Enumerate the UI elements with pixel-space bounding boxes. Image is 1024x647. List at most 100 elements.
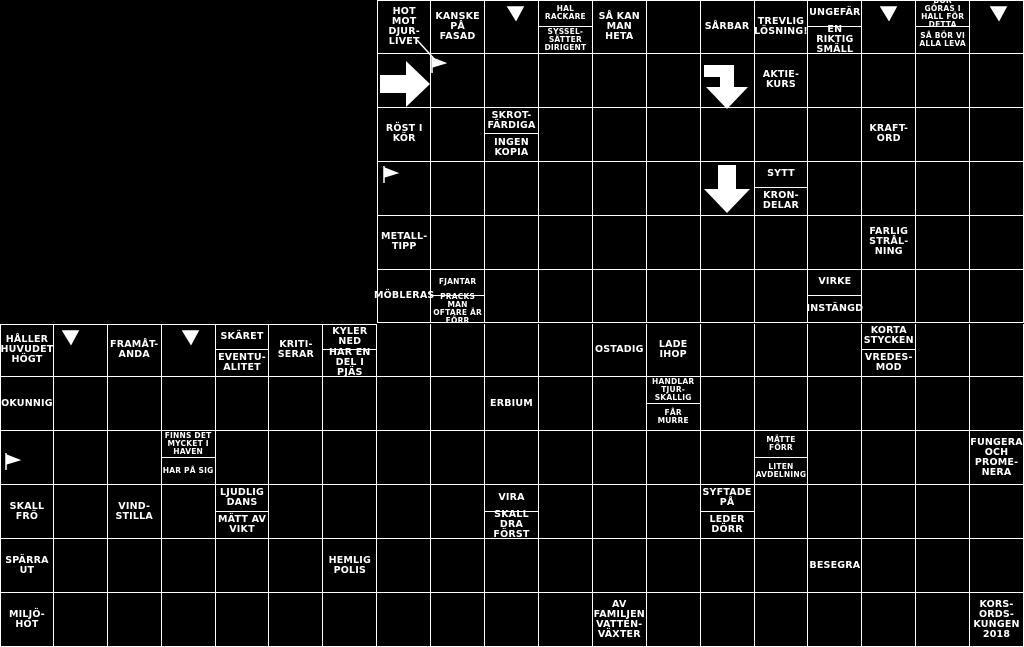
grid-cell[interactable]	[431, 323, 486, 378]
grid-cell[interactable]	[916, 107, 971, 162]
grid-cell[interactable]	[916, 161, 971, 216]
grid-cell[interactable]	[161, 377, 216, 432]
grid-cell[interactable]	[646, 269, 701, 324]
grid-cell[interactable]	[538, 161, 593, 216]
grid-cell[interactable]	[916, 269, 971, 324]
grid-cell[interactable]	[646, 593, 701, 647]
grid-cell[interactable]	[485, 431, 539, 486]
grid-cell[interactable]	[107, 539, 162, 594]
grid-cell[interactable]	[485, 161, 539, 216]
grid-cell[interactable]	[107, 431, 162, 486]
grid-cell[interactable]	[107, 593, 162, 647]
grid-cell[interactable]	[431, 161, 486, 216]
grid-cell[interactable]	[538, 53, 593, 108]
grid-cell[interactable]	[377, 485, 432, 540]
grid-cell[interactable]	[970, 215, 1024, 270]
grid-cell[interactable]	[754, 269, 809, 324]
grid-cell[interactable]	[808, 53, 863, 108]
grid-cell[interactable]	[592, 107, 647, 162]
grid-cell[interactable]	[970, 269, 1024, 324]
grid-cell[interactable]	[592, 161, 647, 216]
grid-cell[interactable]	[538, 377, 593, 432]
grid-cell[interactable]	[269, 593, 324, 647]
grid-cell[interactable]	[107, 377, 162, 432]
grid-cell[interactable]	[538, 269, 593, 324]
grid-cell[interactable]	[646, 53, 701, 108]
grid-cell[interactable]	[916, 431, 971, 486]
grid-cell[interactable]	[916, 377, 971, 432]
grid-cell[interactable]	[916, 539, 971, 594]
grid-cell[interactable]	[970, 485, 1024, 540]
grid-cell[interactable]	[269, 431, 324, 486]
grid-cell[interactable]	[431, 377, 486, 432]
grid-cell[interactable]	[592, 53, 647, 108]
grid-cell[interactable]	[808, 323, 863, 378]
grid-cell[interactable]	[970, 377, 1024, 432]
grid-cell[interactable]	[592, 431, 647, 486]
grid-cell[interactable]	[53, 323, 108, 378]
grid-cell[interactable]	[754, 107, 809, 162]
grid-cell[interactable]	[485, 215, 539, 270]
grid-cell[interactable]	[485, 539, 539, 594]
grid-cell[interactable]	[808, 377, 863, 432]
grid-cell[interactable]	[377, 161, 432, 216]
grid-cell[interactable]	[970, 53, 1024, 108]
grid-cell[interactable]	[700, 431, 755, 486]
grid-cell[interactable]	[592, 485, 647, 540]
grid-cell[interactable]	[161, 539, 216, 594]
grid-cell[interactable]	[323, 593, 378, 647]
grid-cell[interactable]	[916, 53, 971, 108]
grid-cell[interactable]	[754, 377, 809, 432]
grid-cell[interactable]	[592, 269, 647, 324]
grid-cell[interactable]	[592, 539, 647, 594]
grid-cell[interactable]	[646, 161, 701, 216]
grid-cell[interactable]	[862, 269, 917, 324]
grid-cell[interactable]	[377, 539, 432, 594]
grid-cell[interactable]	[269, 377, 324, 432]
grid-cell[interactable]	[970, 539, 1024, 594]
grid-cell[interactable]	[431, 485, 486, 540]
grid-cell[interactable]	[377, 377, 432, 432]
grid-cell[interactable]	[431, 215, 486, 270]
grid-cell[interactable]	[862, 377, 917, 432]
grid-cell[interactable]	[485, 53, 539, 108]
grid-cell[interactable]	[646, 215, 701, 270]
grid-cell[interactable]	[538, 431, 593, 486]
grid-cell[interactable]	[700, 593, 755, 647]
grid-cell[interactable]	[215, 593, 270, 647]
grid-cell[interactable]	[754, 539, 809, 594]
grid-cell[interactable]	[323, 377, 378, 432]
grid-cell[interactable]	[161, 593, 216, 647]
grid-cell[interactable]	[215, 539, 270, 594]
grid-cell[interactable]	[808, 107, 863, 162]
grid-cell[interactable]	[269, 539, 324, 594]
grid-cell[interactable]	[53, 431, 108, 486]
grid-cell[interactable]	[377, 323, 432, 378]
grid-cell[interactable]	[485, 269, 539, 324]
grid-cell[interactable]	[377, 431, 432, 486]
grid-cell[interactable]	[269, 485, 324, 540]
grid-cell[interactable]	[700, 161, 755, 216]
grid-cell[interactable]	[862, 161, 917, 216]
grid-cell[interactable]	[700, 539, 755, 594]
grid-cell[interactable]	[862, 485, 917, 540]
grid-cell[interactable]	[808, 431, 863, 486]
grid-cell[interactable]	[161, 485, 216, 540]
grid-cell[interactable]	[215, 431, 270, 486]
grid-cell[interactable]	[970, 107, 1024, 162]
grid-cell[interactable]	[970, 323, 1024, 378]
grid-cell[interactable]	[538, 323, 593, 378]
grid-cell[interactable]	[0, 431, 54, 486]
grid-cell[interactable]	[754, 593, 809, 647]
grid-cell[interactable]	[431, 53, 486, 108]
grid-cell[interactable]	[970, 0, 1024, 54]
grid-cell[interactable]	[970, 161, 1024, 216]
grid-cell[interactable]	[592, 377, 647, 432]
grid-cell[interactable]	[862, 53, 917, 108]
grid-cell[interactable]	[538, 107, 593, 162]
grid-cell[interactable]	[754, 323, 809, 378]
grid-cell[interactable]	[916, 593, 971, 647]
grid-cell[interactable]	[431, 431, 486, 486]
grid-cell[interactable]	[538, 539, 593, 594]
grid-cell[interactable]	[808, 485, 863, 540]
